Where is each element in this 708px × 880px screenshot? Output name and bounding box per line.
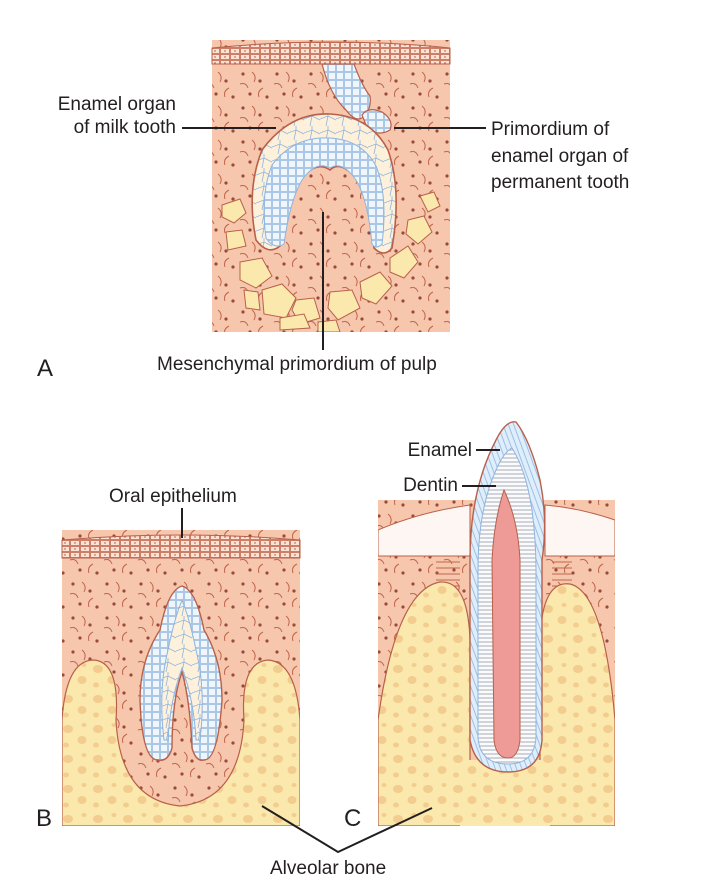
alveolar-bone-b <box>62 659 300 826</box>
label-primordium-line2: enamel organ of <box>491 146 629 167</box>
label-primordium-line1: Primordium of <box>491 119 610 140</box>
dental-lamina <box>321 63 371 120</box>
panel-letter-b: B <box>36 805 53 832</box>
label-enamel-organ-line1: Enamel organ <box>57 94 176 115</box>
panel-a <box>182 40 486 350</box>
stellate-reticulum-b <box>161 598 203 741</box>
label-enamel-organ-line2: of milk tooth <box>73 117 176 138</box>
panel-letter-c: C <box>344 805 362 832</box>
label-dentin: Dentin <box>403 475 458 496</box>
gingiva-right <box>544 504 615 557</box>
panel-c <box>378 421 615 826</box>
alveolar-bone-c-right <box>539 583 615 826</box>
label-mesenchymal-primordium: Mesenchymal primordium of pulp <box>157 354 437 375</box>
pulp-primordium <box>292 173 366 246</box>
leader-alveolar-bone <box>261 805 433 854</box>
label-enamel: Enamel <box>407 440 472 461</box>
inner-enamel-epithelium <box>263 137 385 248</box>
gingiva-left <box>378 504 471 557</box>
label-alveolar-bone: Alveolar bone <box>270 858 387 879</box>
tooth-pulp <box>491 488 521 759</box>
bone-fragments-a <box>221 191 441 332</box>
alveolar-bone-c-left <box>378 581 471 826</box>
panel-b <box>61 508 301 826</box>
label-primordium-line3: permanent tooth <box>491 172 630 193</box>
oral-epithelium-b <box>61 534 301 559</box>
label-oral-epithelium: Oral epithelium <box>109 486 237 507</box>
panel-letter-a: A <box>37 355 54 382</box>
oral-epithelium-a <box>211 41 451 65</box>
